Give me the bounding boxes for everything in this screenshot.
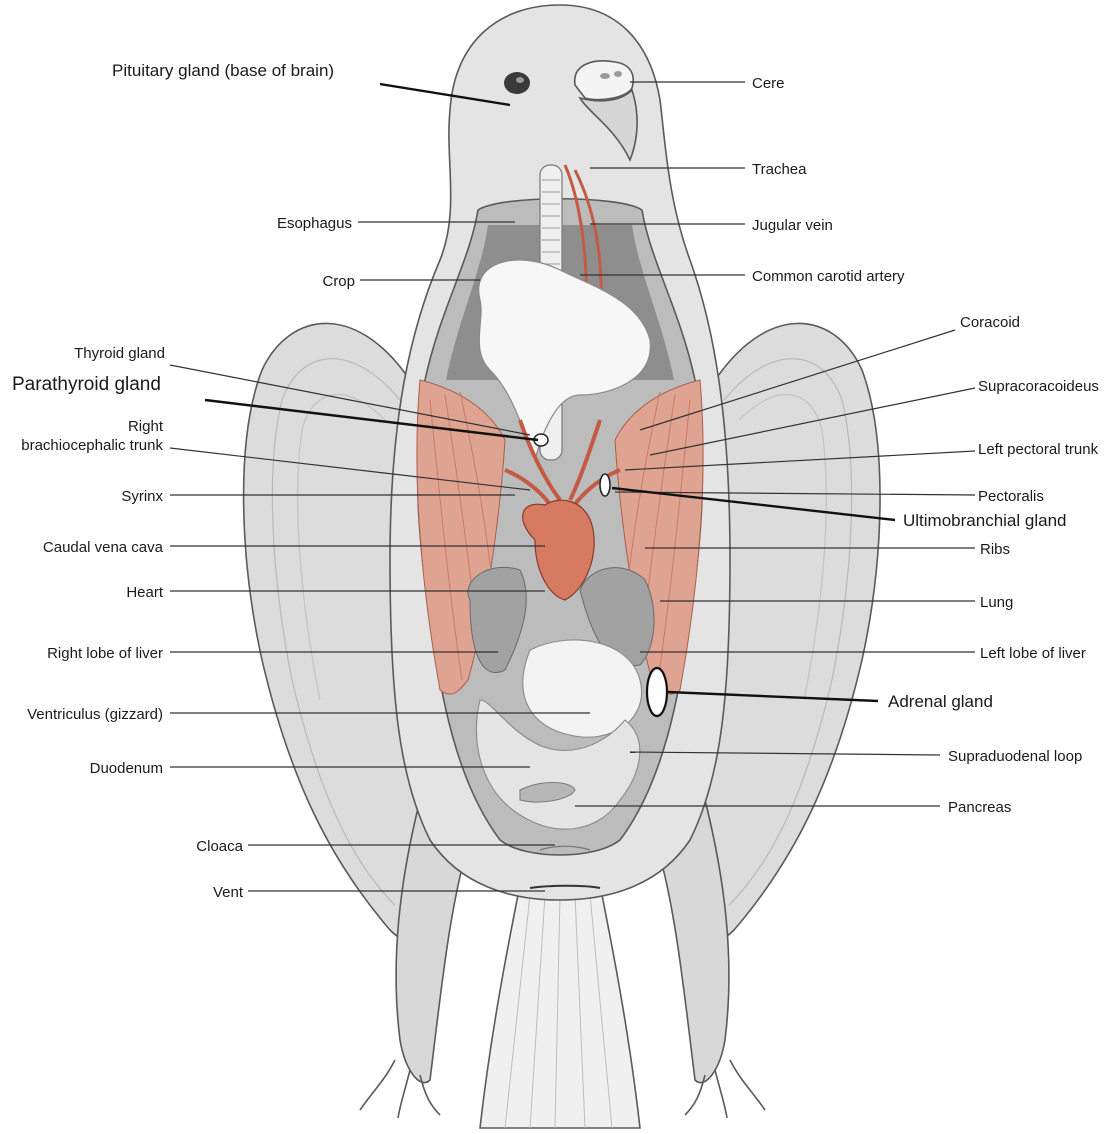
label-lung: Lung [980, 594, 1013, 611]
label-common-carotid-artery: Common carotid artery [752, 268, 905, 285]
label-pituitary-gland: Pituitary gland (base of brain) [112, 61, 334, 80]
label-trachea: Trachea [752, 161, 807, 178]
label-vent: Vent [213, 884, 244, 901]
label-pectoralis: Pectoralis [978, 488, 1044, 505]
label-cere: Cere [752, 75, 785, 92]
label-left-lobe-of-liver: Left lobe of liver [980, 645, 1086, 662]
label-pancreas: Pancreas [948, 799, 1011, 816]
label-coracoid: Coracoid [960, 314, 1020, 331]
label-ultimobranchial-gland: Ultimobranchial gland [903, 511, 1066, 530]
label-crop: Crop [322, 273, 355, 290]
label-jugular-vein: Jugular vein [752, 217, 833, 234]
label-esophagus: Esophagus [277, 215, 352, 232]
label-supracoracoideus: Supracoracoideus [978, 378, 1099, 395]
label-parathyroid-gland: Parathyroid gland [12, 374, 161, 395]
adrenal-gland-mark [647, 668, 667, 716]
label-cloaca: Cloaca [196, 838, 243, 855]
label-ventriculus: Ventriculus (gizzard) [27, 706, 163, 723]
label-adrenal-gland: Adrenal gland [888, 692, 993, 711]
label-ribs: Ribs [980, 541, 1010, 558]
ultimobranchial-gland-mark [600, 474, 610, 496]
label-syrinx: Syrinx [121, 488, 163, 505]
label-right-lobe-of-liver: Right lobe of liver [47, 645, 163, 662]
label-right-brachiocephalic-line2: brachiocephalic trunk [21, 437, 163, 454]
label-left-pectoral-trunk: Left pectoral trunk [978, 441, 1099, 458]
label-supraduodenal-loop: Supraduodenal loop [948, 748, 1082, 765]
label-heart: Heart [126, 584, 164, 601]
tail [480, 885, 640, 1128]
label-thyroid-gland: Thyroid gland [74, 345, 165, 362]
label-caudal-vena-cava: Caudal vena cava [43, 539, 164, 556]
label-right-brachiocephalic-line1: Right [128, 418, 164, 435]
label-duodenum: Duodenum [90, 760, 163, 777]
